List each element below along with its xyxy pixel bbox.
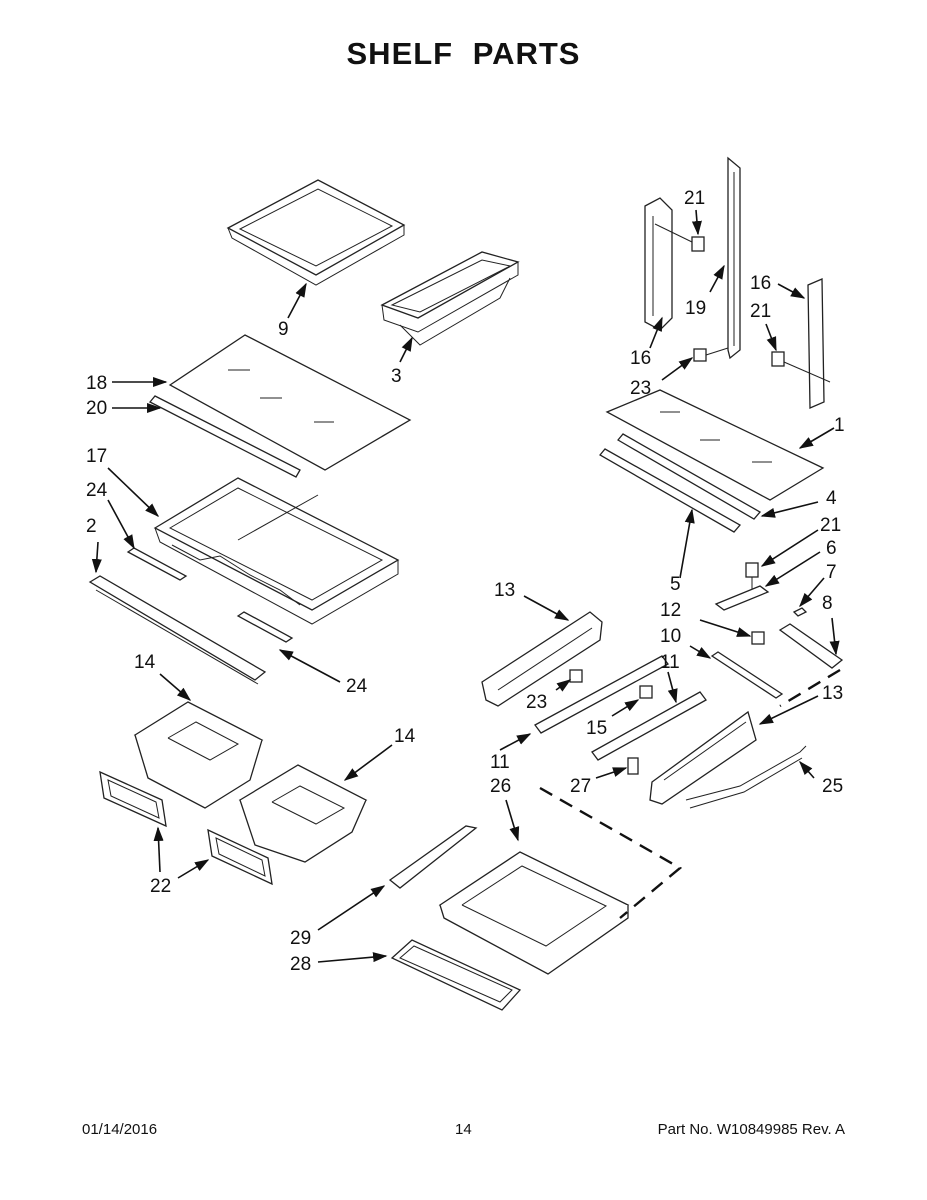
callout-5: 5 [670,574,681,595]
page-title: SHELF PARTS [346,36,581,71]
part-21-screw-right [771,351,831,383]
part-15-screw [639,685,653,699]
part-25-wire [685,745,807,809]
part-10-slide [710,651,784,699]
callout-2: 2 [86,516,97,537]
callout-21: 21 [684,188,705,209]
callout-23: 23 [526,692,547,713]
callout-15: 15 [586,718,607,739]
callout-13: 13 [494,580,515,601]
callout-23: 23 [630,378,651,399]
callout-8: 8 [822,593,833,614]
callout-12: 12 [660,600,681,621]
part-3-shelf-rail [380,251,520,346]
callout-6: 6 [826,538,837,559]
part-12-screw [751,631,765,645]
part-5-trim-strip [599,448,742,533]
part-29-drawer-divider [388,825,478,889]
part-18-glass-shelf [168,334,412,471]
callout-24: 24 [86,480,108,501]
callout-16: 16 [630,348,651,369]
part-14-crisper-drawer-right [238,764,368,863]
callout-14: 14 [394,726,416,747]
part-27-clip [627,757,639,775]
callout-29: 29 [290,928,311,949]
part-9-shelf-frame [226,179,406,286]
part-16-rail-left [644,197,673,331]
callout-17: 17 [86,446,107,467]
footer-part-number: Part No. W10849985 Rev. A [657,1121,845,1138]
callout-13: 13 [822,683,843,704]
callout-19: 19 [685,298,706,319]
callout-16: 16 [750,273,771,294]
part-11-rail-upper [534,655,669,734]
part-13-slide-right [649,710,757,805]
part-24-clip-left [126,547,188,581]
callout-20: 20 [86,398,107,419]
callout-26: 26 [490,776,511,797]
callout-11: 11 [660,652,680,673]
callout-9: 9 [278,319,289,340]
callout-14: 14 [134,652,156,673]
part-13-slide-left [481,611,603,707]
callout-18: 18 [86,373,107,394]
callout-1: 1 [834,415,845,436]
callout-27: 27 [570,776,591,797]
footer-page-number: 14 [455,1121,472,1138]
part-19-rail-center [727,156,741,360]
leader-lines [91,209,840,963]
callout-25: 25 [822,776,843,797]
footer-date: 01/14/2016 [82,1121,158,1138]
callout-10: 10 [660,626,681,647]
part-6-bracket [714,585,770,611]
part-21-screw-upper [654,223,705,252]
part-26-drawer [438,851,630,975]
part-2-front-trim [88,575,267,685]
part-4-trim-strip [617,433,762,520]
part-11-rail-lower [591,691,707,761]
callout-labels: 9 3 18 20 17 24 2 24 14 14 22 21 19 16 1… [86,188,845,975]
callout-11: 11 [490,752,510,773]
callout-3: 3 [391,366,402,387]
callout-22: 22 [150,876,171,897]
part-8-slide [778,623,844,669]
callout-21: 21 [750,301,771,322]
callout-4: 4 [826,488,837,509]
part-22-drawer-front-right [207,828,273,886]
callout-24: 24 [346,676,368,697]
part-28-drawer-front [390,939,522,1011]
part-23-screw-upper [693,347,729,362]
part-22-drawer-front-left [99,770,167,828]
part-14-crisper-drawer-left [133,701,264,809]
part-20-trim-strip [148,395,301,478]
callout-28: 28 [290,954,311,975]
part-7-bracket [792,607,808,617]
part-24-clip-right [236,611,294,643]
part-23-screw-lower [569,669,583,683]
assembly-line-left [539,786,683,919]
callout-7: 7 [826,562,837,583]
callout-21: 21 [820,515,841,536]
part-17-crisper-cover [153,477,400,625]
part-16-rail-right [807,278,825,409]
part-1-glass-shelf [605,389,825,501]
assembly-line-right [779,668,841,708]
